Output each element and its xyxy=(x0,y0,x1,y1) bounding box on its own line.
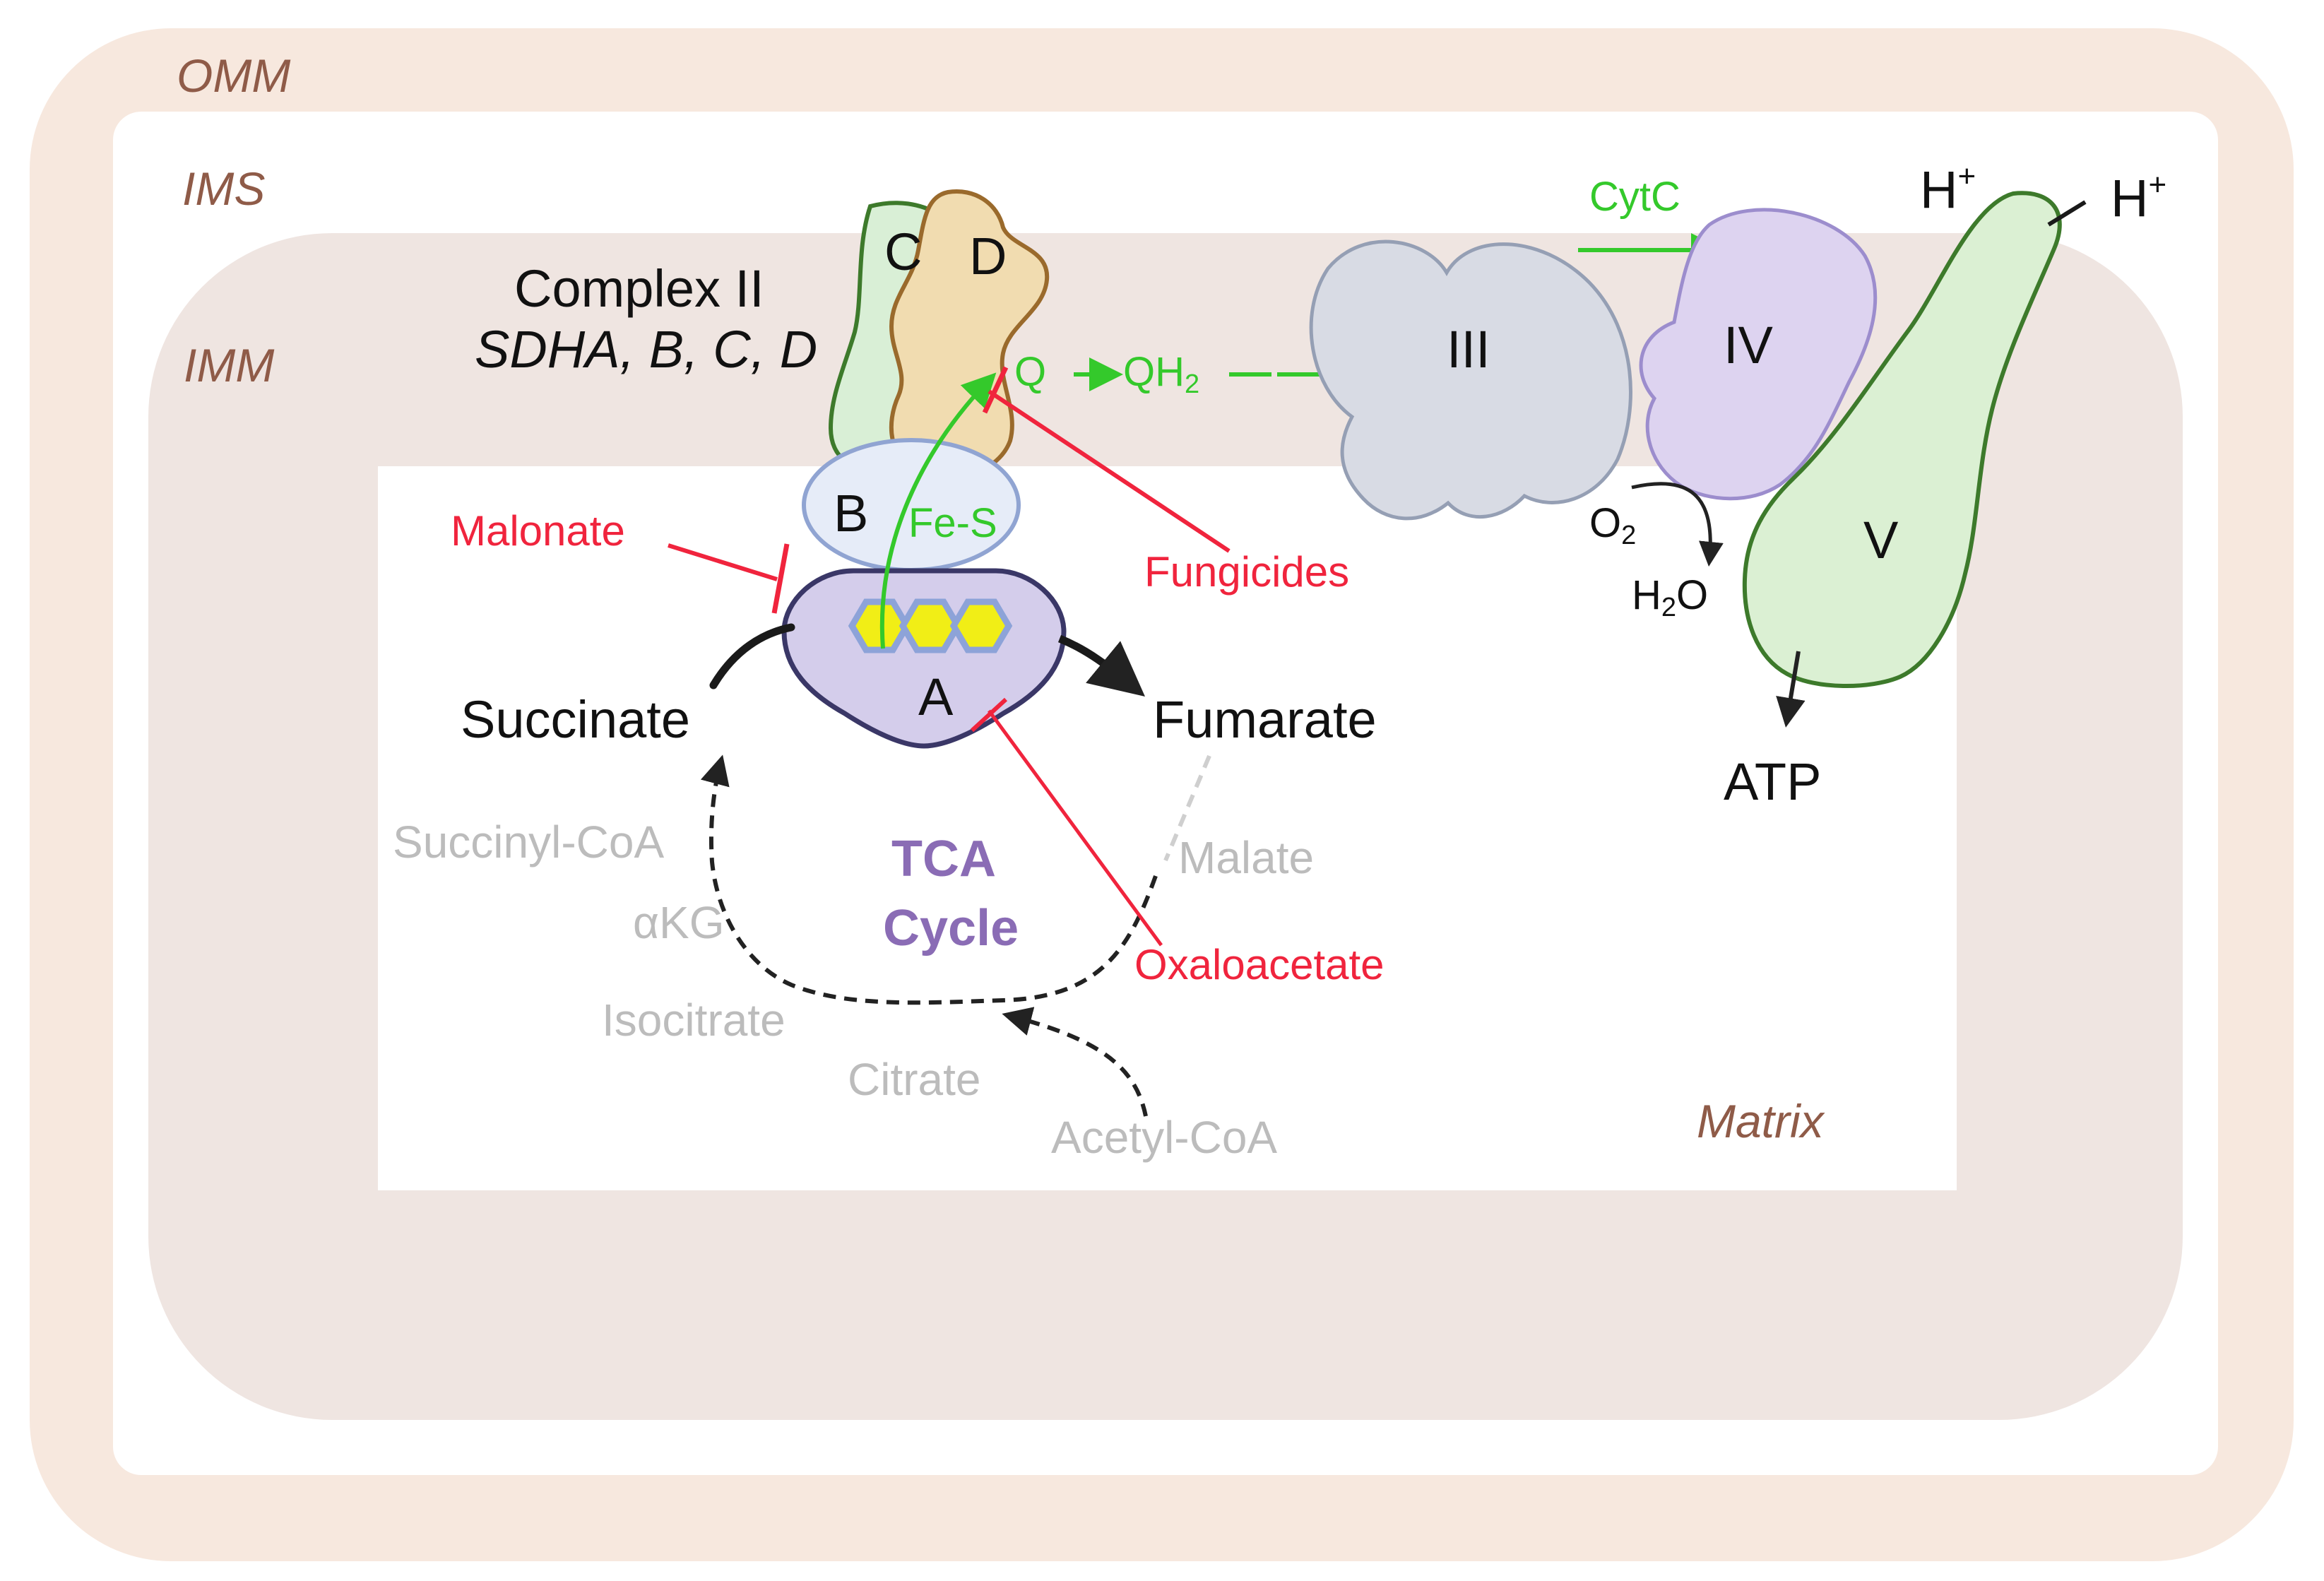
omm-label: OMM xyxy=(177,49,290,102)
ims-label: IMS xyxy=(182,162,265,215)
oxygen-reduction-arrow xyxy=(1631,482,1724,567)
complex-ii-genes: SDHA, B, C, D xyxy=(475,320,817,379)
akg-label: αKG xyxy=(633,897,724,948)
acetyl-coa-label: Acetyl-CoA xyxy=(1051,1112,1277,1163)
complex-iv-shape xyxy=(1639,208,1878,501)
complex-ii-title: Complex II xyxy=(514,259,764,318)
proton-channel-line xyxy=(2047,200,2087,227)
subunit-c-label: C xyxy=(884,223,922,281)
complex-iv-label: IV xyxy=(1724,316,1774,374)
succinate-to-a-arc xyxy=(709,623,795,689)
qh2-label: QH2 xyxy=(1123,349,1199,399)
complex-v-shape xyxy=(1742,191,2062,688)
malonate-inhibition-bar xyxy=(771,543,790,614)
atp-output-arrow xyxy=(1776,651,1806,728)
matrix-label: Matrix xyxy=(1697,1095,1825,1147)
succinate-label: Succinate xyxy=(461,690,690,749)
acetyl-coa-entry-arc xyxy=(1002,1007,1148,1117)
isocitrate-label: Isocitrate xyxy=(602,995,785,1046)
proton-left-label: H+ xyxy=(1920,159,1976,219)
tca-title-line1: TCA xyxy=(891,831,996,887)
oxaloacetate-label: Oxaloacetate xyxy=(1134,941,1385,988)
fe-s-label: Fe-S xyxy=(908,500,997,546)
malate-label: Malate xyxy=(1178,832,1314,883)
imm-label: IMM xyxy=(184,339,274,391)
fumarate-to-malate-line xyxy=(1163,754,1211,862)
a-to-fumarate-arrow xyxy=(1057,634,1145,697)
complex-iii-label: III xyxy=(1447,320,1490,379)
proton-right-label: H+ xyxy=(2111,167,2166,227)
o2-label: O2 xyxy=(1589,500,1636,550)
fumarate-label: Fumarate xyxy=(1153,690,1377,749)
complex-v-label: V xyxy=(1863,511,1899,569)
cytc-label: CytC xyxy=(1589,174,1680,220)
malonate-inhibition-line xyxy=(668,543,778,581)
subunit-d-label: D xyxy=(969,227,1007,285)
atp-label: ATP xyxy=(1724,752,1821,811)
fungicides-label: Fungicides xyxy=(1144,548,1349,596)
subunit-b-label: B xyxy=(834,484,868,543)
h2o-label: H2O xyxy=(1632,572,1708,622)
fad-cofactor-icon xyxy=(848,598,1013,653)
malonate-label: Malonate xyxy=(451,507,625,555)
succinyl-coa-label: Succinyl-CoA xyxy=(393,817,664,868)
tca-cycle-arc xyxy=(700,754,1158,1005)
subunit-a-label: A xyxy=(918,668,954,726)
matrix xyxy=(378,466,1957,1190)
oxaloacetate-inhibition-line xyxy=(987,709,1163,947)
oxaloacetate-inhibition-bar xyxy=(970,697,1008,733)
complex-iii-shape xyxy=(1309,239,1632,521)
fungicides-inhibition-bar xyxy=(982,366,1009,414)
tca-title-line2: Cycle xyxy=(883,900,1019,957)
citrate-label: Citrate xyxy=(848,1054,981,1105)
electron-flow-arrow xyxy=(879,372,997,649)
q-label: Q xyxy=(1014,349,1046,395)
fungicides-inhibition-line xyxy=(988,389,1231,553)
